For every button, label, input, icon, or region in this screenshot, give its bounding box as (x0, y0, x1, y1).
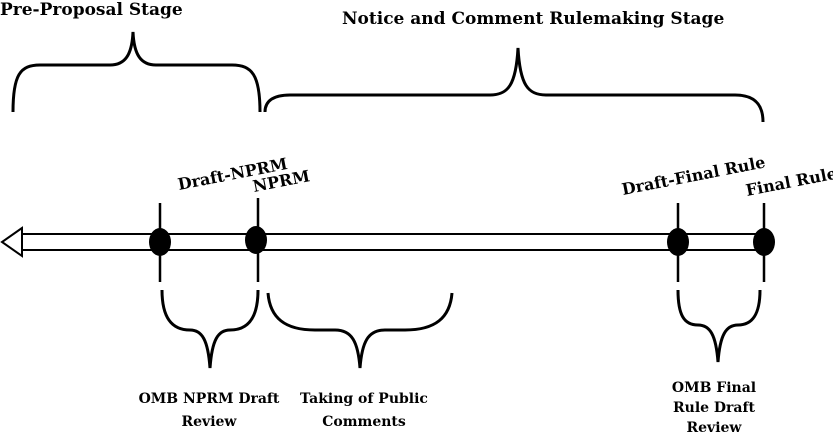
omb-final-review-brace (676, 289, 762, 363)
omb-final-review-line-1: OMB Final (672, 380, 756, 396)
omb-nprm-review-line-1: OMB NPRM Draft (139, 391, 280, 407)
omb-final-review-line-3: Review (687, 420, 743, 436)
pre-proposal-brace (11, 31, 262, 113)
public-comments-label: Taking of Public Comments (300, 391, 428, 430)
omb-final-review-label: OMB Final Rule Draft Review (672, 380, 756, 436)
pre-proposal-stage-label: Pre-Proposal Stage (0, 0, 183, 20)
draft-nprm-marker (149, 228, 171, 256)
omb-nprm-review-brace (160, 289, 260, 369)
draft-final-rule-label: Draft-Final Rule (620, 152, 767, 198)
timeline-arrow (0, 226, 770, 258)
notice-comment-brace (263, 47, 765, 123)
public-comments-brace (266, 292, 454, 369)
omb-nprm-review-line-2: Review (182, 414, 238, 430)
nprm-marker (245, 226, 267, 254)
final-rule-marker (753, 228, 775, 256)
draft-final-rule-marker (667, 228, 689, 256)
public-comments-line-2: Comments (322, 414, 406, 430)
omb-nprm-review-label: OMB NPRM Draft Review (139, 391, 280, 430)
notice-comment-stage-label: Notice and Comment Rulemaking Stage (342, 9, 724, 29)
public-comments-line-1: Taking of Public (300, 391, 428, 407)
omb-final-review-line-2: Rule Draft (673, 400, 756, 416)
